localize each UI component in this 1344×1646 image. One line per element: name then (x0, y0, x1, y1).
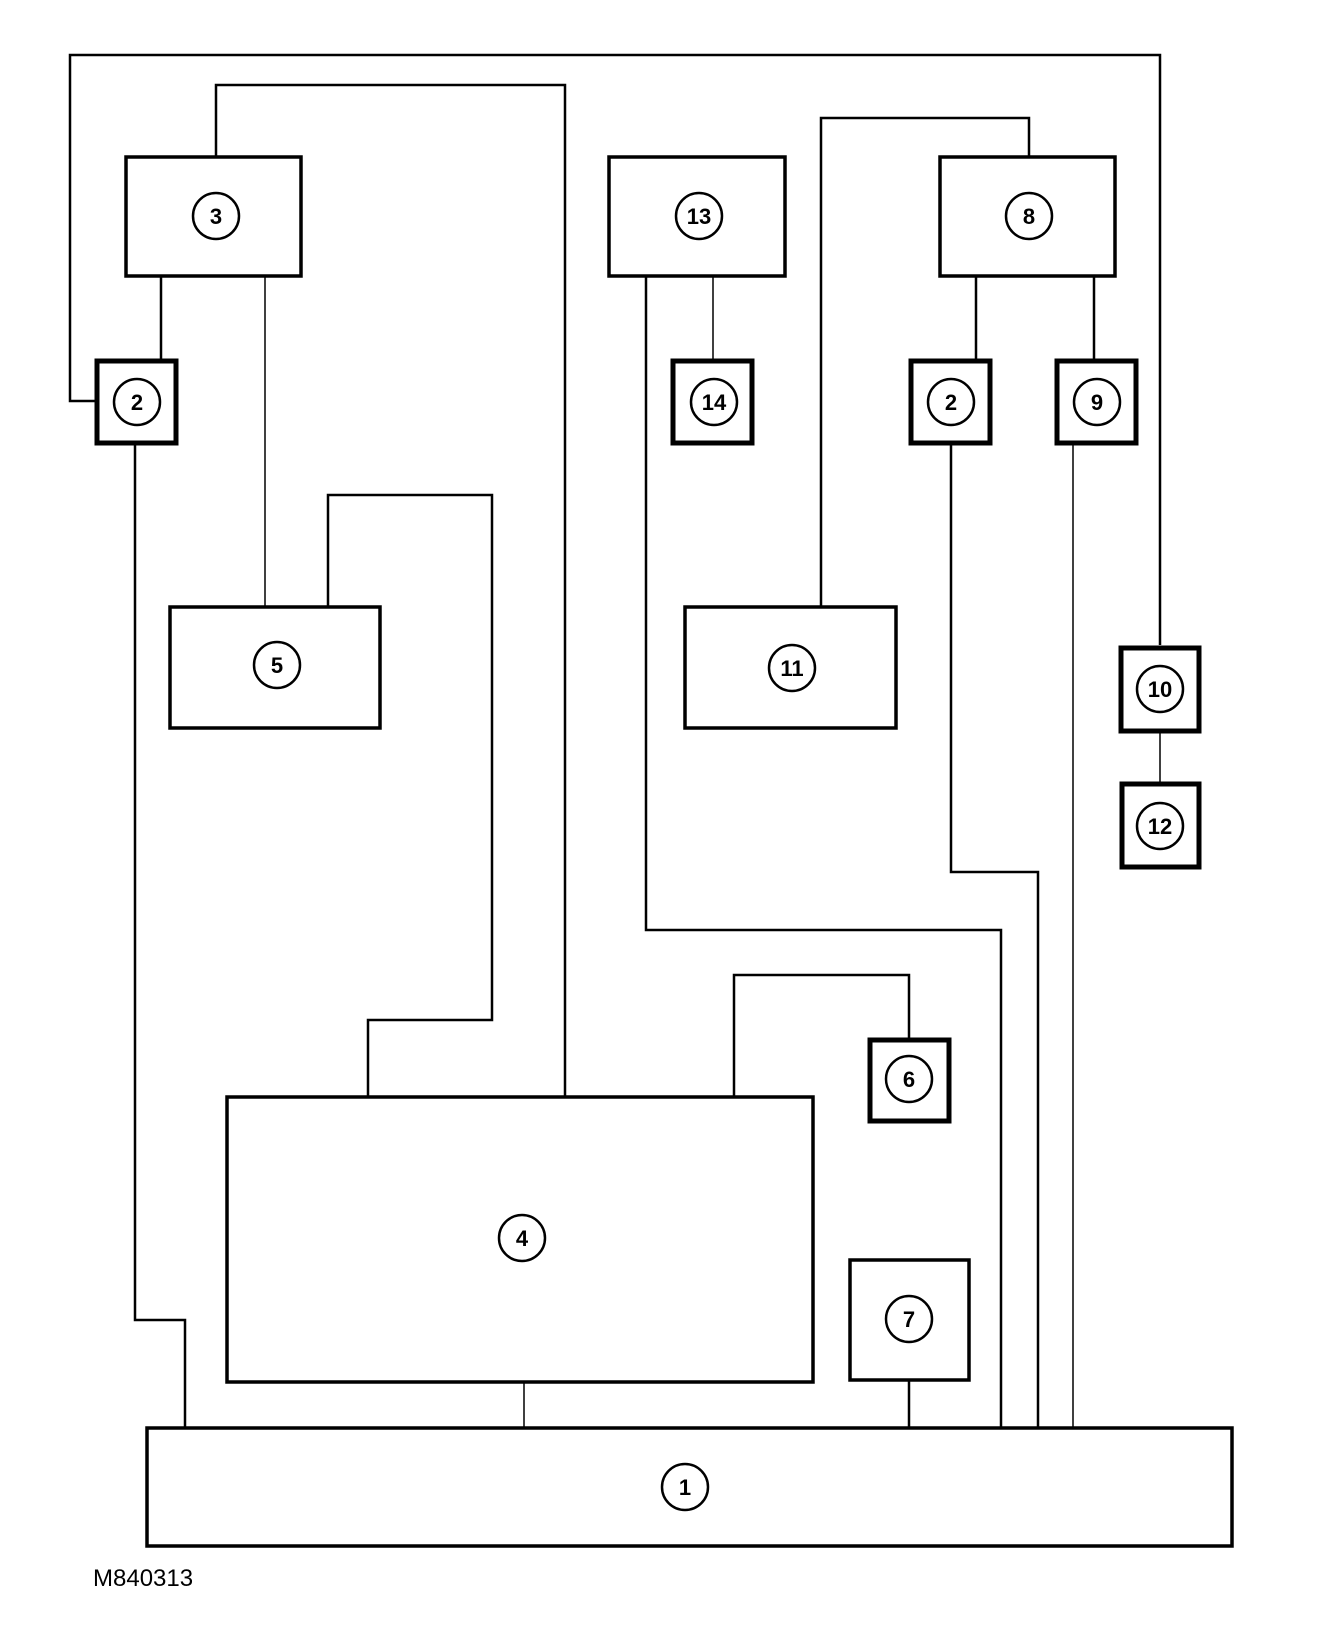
label-8: 8 (1023, 204, 1035, 229)
wire-3-to-4 (214, 83, 567, 1097)
figure-ref: M840313 (93, 1565, 193, 1592)
badge-13 (674, 191, 724, 241)
wires (68, 53, 1162, 1428)
label-11: 11 (780, 656, 803, 681)
badge-10 (1135, 664, 1185, 714)
badges: 1 2 3 4 5 6 7 8 9 10 11 12 13 14 2 (112, 191, 1185, 1512)
badge-4 (497, 1213, 547, 1263)
badge-6 (884, 1054, 934, 1104)
badge-9 (1072, 377, 1122, 427)
label-3: 3 (210, 204, 222, 229)
boxes (94, 155, 1234, 1548)
badge-1 (660, 1462, 710, 1512)
label-6: 6 (903, 1067, 915, 1092)
badge-8 (1004, 191, 1054, 241)
badge-2-right (926, 377, 976, 427)
wire-2-to-10 (68, 53, 1162, 645)
box-9 (1054, 358, 1139, 446)
badge-11 (767, 643, 817, 693)
badge-5 (252, 640, 302, 690)
label-9: 9 (1091, 390, 1103, 415)
label-2-right: 2 (945, 390, 957, 415)
label-13: 13 (687, 204, 711, 229)
label-14: 14 (702, 390, 727, 415)
wire-5-to-4 (326, 493, 494, 1097)
label-2-left: 2 (131, 390, 143, 415)
label-1: 1 (679, 1475, 691, 1500)
label-12: 12 (1148, 814, 1172, 839)
badge-14 (689, 377, 739, 427)
box-8 (938, 155, 1117, 278)
wire-8-to-11 (819, 116, 1031, 607)
wire-2-to-1 (133, 443, 187, 1428)
badge-12 (1135, 801, 1185, 851)
badge-3 (191, 191, 241, 241)
label-7: 7 (903, 1307, 915, 1332)
badge-7 (884, 1294, 934, 1344)
badge-2-left (112, 377, 162, 427)
wire-13-to-1 (644, 276, 1003, 1428)
label-5: 5 (271, 653, 283, 678)
wire-2-right-to-1 (949, 443, 1040, 1428)
label-10: 10 (1148, 677, 1172, 702)
label-4: 4 (516, 1226, 529, 1251)
wire-4-to-6 (732, 973, 911, 1097)
box-13 (607, 155, 787, 278)
